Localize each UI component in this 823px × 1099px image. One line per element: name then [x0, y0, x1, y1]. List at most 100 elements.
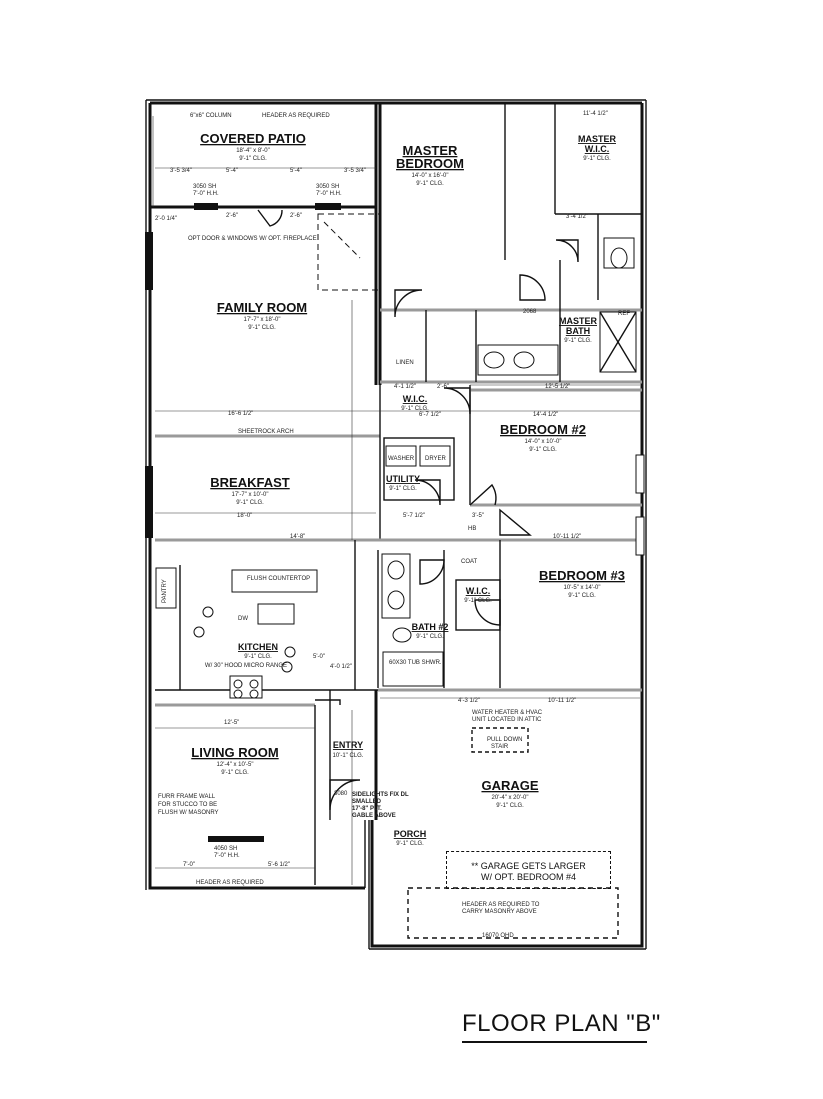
windows: [145, 203, 645, 842]
note-dryer: DRYER: [425, 456, 447, 462]
room-entry: ENTRY: [333, 740, 363, 750]
note-entry-1: SIDELIGHTS FIX DL: [352, 792, 409, 798]
wall-left: [148, 103, 365, 890]
svg-text:7'-0": 7'-0": [183, 862, 195, 868]
room-breakfast: BREAKFAST: [210, 475, 290, 490]
room-bath-2: BATH #2: [412, 622, 449, 632]
exterior-walls: [145, 99, 647, 950]
window-family: [145, 232, 153, 290]
wic2-door: [474, 599, 501, 626]
note-fur-frame-2: FOR STUCCO TO BE: [158, 802, 217, 808]
window-patio-1: [194, 203, 218, 210]
note-column: 6"x6" COLUMN: [190, 113, 232, 119]
garage-note-line-2: W/ OPT. BEDROOM #4: [480, 872, 576, 882]
room-covered-patio: COVERED PATIO: [200, 131, 306, 146]
room-master-bath: MASTER: [559, 316, 598, 326]
svg-text:10'-1" CLG.: 10'-1" CLG.: [333, 753, 364, 759]
svg-text:9'-1" CLG.: 9'-1" CLG.: [236, 500, 264, 506]
svg-text:2'-6": 2'-6": [437, 384, 449, 390]
note-window-living-hh: 7'-0" H.H.: [214, 853, 240, 859]
note-ref: REF: [618, 311, 630, 317]
window-living: [208, 836, 264, 842]
svg-text:5'-6 1/2": 5'-6 1/2": [268, 862, 290, 868]
sink-master-2: [513, 351, 535, 369]
svg-text:9'-1" CLG.: 9'-1" CLG.: [401, 406, 429, 412]
window-bedroom2: [635, 454, 645, 494]
garage-header: [407, 887, 619, 939]
svg-text:11'-4 1/2": 11'-4 1/2": [583, 111, 608, 117]
dimension-lines: [152, 116, 640, 885]
room-bedroom-3: BEDROOM #3: [539, 568, 625, 583]
note-fur-frame-1: FURR FRAME WALL: [158, 794, 216, 800]
svg-text:14'-0" x 10'-0": 14'-0" x 10'-0": [525, 439, 562, 445]
window-bedroom3: [635, 516, 645, 556]
svg-text:3'-5": 3'-5": [472, 513, 484, 519]
closet-door: [315, 699, 341, 705]
room-master-bedroom: MASTER: [403, 143, 459, 158]
washer: [385, 445, 417, 467]
note-flush-counter: FLUSH COUNTERTOP: [247, 576, 310, 582]
pantry: [155, 567, 177, 609]
svg-text:12'-5 1/2": 12'-5 1/2": [545, 384, 570, 390]
svg-text:5'-7 1/2": 5'-7 1/2": [403, 513, 425, 519]
dryer: [419, 445, 451, 467]
wall-porch: [364, 820, 370, 949]
note-water-heater-2: UNIT LOCATED IN ATTIC: [472, 717, 542, 723]
svg-text:9'-1" CLG.: 9'-1" CLG.: [239, 156, 267, 162]
garage-note-box: ** GARAGE GETS LARGER W/ OPT. BEDROOM #4: [446, 851, 611, 889]
svg-text:4'-3 1/2": 4'-3 1/2": [458, 698, 480, 704]
svg-text:9'-1" CLG.: 9'-1" CLG.: [396, 841, 424, 847]
svg-text:4'-1 1/2": 4'-1 1/2": [394, 384, 416, 390]
plan-title: FLOOR PLAN "B": [462, 1010, 660, 1043]
svg-text:2'-6": 2'-6": [290, 213, 302, 219]
note-header-bottom: HEADER AS REQUIRED: [196, 880, 264, 886]
note-opt-door: OPT DOOR & WINDOWS W/ OPT. FIREPLACE: [188, 236, 317, 242]
bed3-door: [499, 508, 532, 536]
svg-text:W.I.C.: W.I.C.: [585, 144, 610, 154]
svg-text:18'-4" x 8'-0": 18'-4" x 8'-0": [236, 148, 270, 154]
room-kitchen: KITCHEN: [238, 642, 278, 652]
opt-fireplace: [317, 213, 381, 291]
tub-bath2: [382, 651, 444, 687]
svg-text:3'-5 3/4": 3'-5 3/4": [170, 168, 192, 174]
room-bedroom-2: BEDROOM #2: [500, 422, 586, 437]
note-sheetrock-arch: SHEETROCK ARCH: [238, 429, 294, 435]
fireplace-diag: [323, 221, 361, 259]
mwic-door: [555, 239, 579, 263]
note-window-living: 4050 SH: [214, 846, 237, 852]
svg-text:BATH: BATH: [566, 326, 590, 336]
svg-text:20'-4" x 20'-0": 20'-4" x 20'-0": [492, 795, 529, 801]
svg-text:9'-1" CLG.: 9'-1" CLG.: [564, 338, 592, 344]
wall-outline: [145, 99, 647, 950]
note-pantry: PANTRY: [162, 579, 168, 603]
svg-text:9'-1" CLG.: 9'-1" CLG.: [583, 156, 611, 162]
note-hb: HB: [468, 526, 476, 532]
svg-text:9'-1" CLG.: 9'-1" CLG.: [568, 593, 596, 599]
svg-text:2'-0 1/4": 2'-0 1/4": [155, 216, 177, 222]
svg-text:9'-1" CLG.: 9'-1" CLG.: [248, 325, 276, 331]
note-coat: COAT: [461, 559, 478, 565]
bed2-door: [469, 483, 497, 506]
note-window-patio-1-hh: 7'-0" H.H.: [193, 191, 219, 197]
garage-note-line-1: ** GARAGE GETS LARGER: [471, 861, 586, 871]
sink-bath2-2: [387, 590, 405, 610]
svg-text:9'-1" CLG.: 9'-1" CLG.: [529, 447, 557, 453]
note-window-patio-1: 3050 SH: [193, 184, 216, 190]
svg-text:14'-8": 14'-8": [290, 534, 305, 540]
svg-text:14'-4 1/2": 14'-4 1/2": [533, 412, 558, 418]
note-garage-door: 16070 OHD: [482, 933, 514, 939]
sink-bath2-1: [387, 560, 405, 580]
svg-text:17'-7" x 18'-0": 17'-7" x 18'-0": [244, 317, 281, 323]
toilet-bath2: [392, 627, 412, 643]
svg-text:14'-0" x 16'-0": 14'-0" x 16'-0": [412, 173, 449, 179]
wic-door: [443, 387, 471, 415]
master-door: [394, 289, 423, 318]
svg-text:16'-6 1/2": 16'-6 1/2": [228, 411, 253, 417]
svg-text:2'-6": 2'-6": [226, 213, 238, 219]
svg-text:9'-1" CLG.: 9'-1" CLG.: [244, 654, 272, 660]
room-wic: W.I.C.: [403, 394, 428, 404]
note-fur-frame-3: FLUSH W/ MASONRY: [158, 810, 219, 816]
svg-text:10'-5" x 14'-0": 10'-5" x 14'-0": [564, 585, 601, 591]
window-breakfast: [145, 466, 153, 538]
